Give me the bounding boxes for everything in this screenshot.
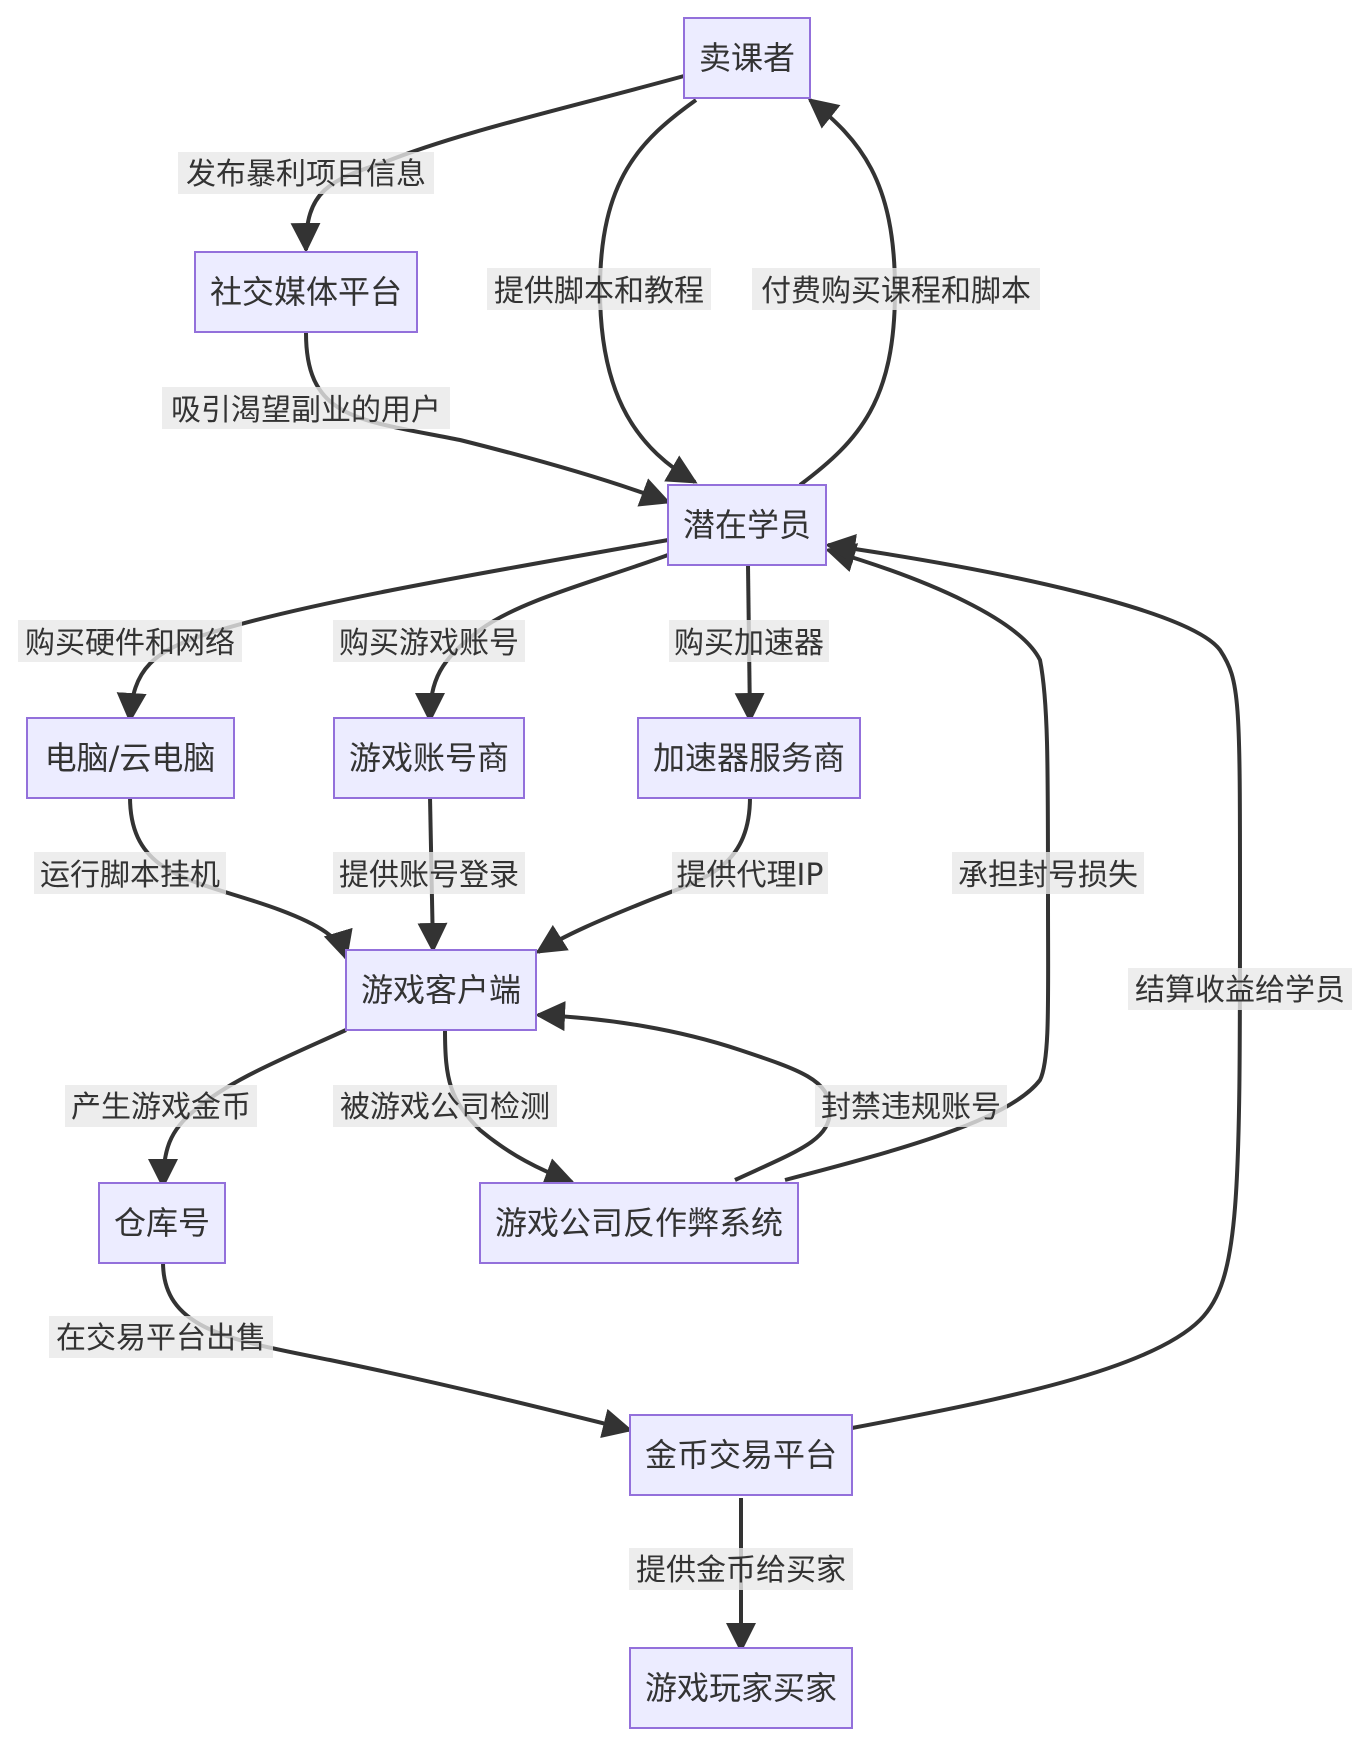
node-social-media[interactable]: 社交媒体平台 — [194, 251, 418, 333]
node-pc[interactable]: 电脑/云电脑 — [26, 717, 235, 799]
edge-label-text: 承担封号损失 — [958, 858, 1138, 893]
edge-accel-client — [535, 796, 752, 954]
node-label: 社交媒体平台 — [210, 273, 402, 311]
edge-label-seller-social: 发布暴利项目信息 — [178, 152, 434, 194]
edge-label-text: 结算收益给学员 — [1135, 973, 1345, 1008]
edge-label-text: 运行脚本挂机 — [40, 858, 220, 893]
edge-label-text: 封禁违规账号 — [821, 1090, 1001, 1125]
edge-label-text: 购买硬件和网络 — [25, 626, 235, 661]
edge-label-seller-student: 提供脚本和教程 — [487, 268, 711, 310]
edge-label-text: 吸引渴望副业的用户 — [171, 393, 441, 428]
edge-label-pc-client: 运行脚本挂机 — [34, 852, 226, 894]
node-seller[interactable]: 卖课者 — [683, 17, 811, 99]
edge-label-text: 购买游戏账号 — [339, 626, 519, 661]
edge-label-accel-client: 提供代理IP — [672, 852, 828, 894]
node-account-vendor[interactable]: 游戏账号商 — [333, 717, 525, 799]
node-game-client[interactable]: 游戏客户端 — [345, 949, 537, 1031]
edge-label-anticheat-client: 封禁违规账号 — [815, 1085, 1007, 1127]
edge-label-market-buyer: 提供金币给买家 — [629, 1548, 853, 1590]
edge-label-client-warehouse: 产生游戏金币 — [65, 1085, 257, 1127]
node-label: 金币交易平台 — [645, 1436, 837, 1474]
edge-pc-client — [128, 796, 353, 961]
node-label: 仓库号 — [114, 1204, 210, 1242]
edge-label-text: 提供代理IP — [677, 858, 824, 893]
node-label: 游戏客户端 — [361, 971, 521, 1009]
edge-label-text: 提供账号登录 — [339, 858, 519, 893]
edge-label-text: 发布暴利项目信息 — [186, 157, 426, 192]
node-label: 游戏玩家买家 — [645, 1669, 837, 1707]
edge-label-text: 产生游戏金币 — [71, 1090, 251, 1125]
edge-label-social-student: 吸引渴望副业的用户 — [162, 387, 450, 429]
node-gold-market[interactable]: 金币交易平台 — [629, 1414, 853, 1496]
edge-client-anticheat — [443, 1029, 575, 1187]
edge-label-client-anticheat: 被游戏公司检测 — [333, 1085, 557, 1127]
edge-label-market-student: 结算收益给学员 — [1128, 968, 1352, 1010]
edge-labels: 发布暴利项目信息 提供脚本和教程 付费购买课程和脚本 吸引渴望副业的用户 购买硬… — [18, 152, 1352, 1590]
node-label: 潜在学员 — [683, 506, 811, 544]
node-label: 电脑/云电脑 — [45, 739, 216, 777]
edge-label-text: 提供脚本和教程 — [494, 274, 704, 309]
node-accelerator[interactable]: 加速器服务商 — [637, 717, 861, 799]
node-buyer[interactable]: 游戏玩家买家 — [629, 1647, 853, 1729]
edge-label-anticheat-student: 承担封号损失 — [952, 852, 1144, 894]
edge-label-text: 购买加速器 — [674, 626, 824, 661]
edge-label-text: 付费购买课程和脚本 — [761, 274, 1031, 309]
edge-label-warehouse-market: 在交易平台出售 — [49, 1316, 273, 1358]
nodes: 卖课者 社交媒体平台 潜在学员 电脑/云电脑 游戏账号商 加速器服务商 游戏客户… — [26, 17, 861, 1729]
node-label: 卖课者 — [699, 39, 795, 77]
edge-market-student — [825, 534, 1242, 1430]
edge-anticheat-client — [535, 1001, 833, 1182]
edge-student-pc — [116, 538, 669, 723]
node-student[interactable]: 潜在学员 — [667, 484, 827, 566]
edge-label-student-pc: 购买硬件和网络 — [18, 620, 242, 662]
node-warehouse[interactable]: 仓库号 — [98, 1182, 226, 1264]
edge-label-text: 被游戏公司检测 — [340, 1090, 550, 1125]
edge-warehouse-market — [161, 1261, 633, 1439]
edge-label-account-client: 提供账号登录 — [333, 852, 525, 894]
node-label: 加速器服务商 — [653, 739, 845, 777]
edge-label-student-accel: 购买加速器 — [669, 620, 829, 662]
edge-label-text: 在交易平台出售 — [56, 1321, 266, 1356]
node-label: 游戏公司反作弊系统 — [495, 1204, 783, 1242]
node-anticheat[interactable]: 游戏公司反作弊系统 — [479, 1182, 799, 1264]
edge-label-student-account: 购买游戏账号 — [333, 620, 525, 662]
edge-label-text: 提供金币给买家 — [636, 1553, 846, 1588]
edge-label-student-seller: 付费购买课程和脚本 — [752, 268, 1040, 310]
node-label: 游戏账号商 — [349, 739, 509, 777]
